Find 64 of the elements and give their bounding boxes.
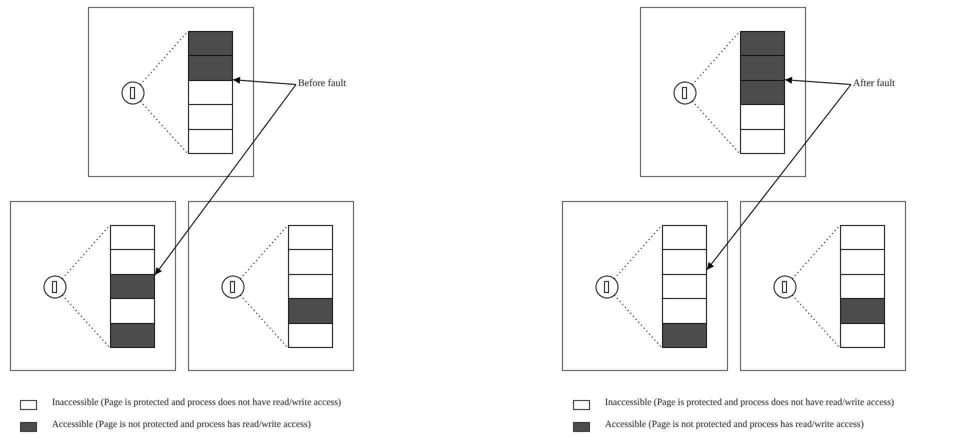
page-cell — [840, 225, 885, 250]
dotted-line — [240, 294, 288, 348]
page-cell — [188, 80, 233, 106]
page-cell — [740, 104, 785, 130]
dotted-line — [240, 224, 288, 280]
page-cell — [662, 298, 707, 324]
page-cell — [110, 249, 155, 275]
process-circle — [43, 275, 67, 299]
process-box — [88, 7, 254, 177]
page-cell — [840, 298, 885, 324]
callout-text: After fault — [853, 78, 895, 89]
dotted-line — [692, 100, 740, 154]
page-cell — [840, 322, 885, 348]
dotted-line — [792, 294, 840, 348]
dotted-line — [140, 100, 188, 154]
page-cell — [740, 80, 785, 106]
process-box — [562, 201, 728, 371]
dotted-line — [792, 224, 840, 280]
page-cell — [288, 298, 333, 324]
page-cell — [662, 249, 707, 275]
page-cell — [662, 274, 707, 300]
dotted-line — [62, 294, 110, 348]
legend-text: Inaccessible (Page is protected and process does not have read/write access) — [52, 398, 342, 408]
dotted-line — [614, 224, 662, 280]
page-cell — [288, 249, 333, 275]
page-cell — [188, 104, 233, 130]
page-cell — [110, 274, 155, 300]
dotted-line — [614, 294, 662, 348]
process-circle — [673, 81, 697, 105]
legend-text: Accessible (Page is not protected and process has read/write access) — [605, 420, 864, 430]
legend-text: Accessible (Page is not protected and process has read/write access) — [52, 420, 311, 430]
page-cell — [662, 225, 707, 250]
page-cell — [188, 55, 233, 81]
arrow — [154, 84, 296, 276]
page-cell — [662, 322, 707, 348]
page-cell — [740, 55, 785, 81]
process-box — [10, 201, 176, 371]
page-cell — [840, 274, 885, 300]
page-cell — [288, 225, 333, 250]
process-box — [740, 201, 906, 371]
process-box — [640, 7, 806, 177]
process-circle — [221, 275, 245, 299]
dotted-line — [692, 30, 740, 86]
arrow — [784, 76, 852, 85]
page-cell — [288, 274, 333, 300]
arrow — [706, 84, 852, 270]
page-cell — [188, 128, 233, 154]
dotted-line — [140, 30, 188, 86]
page-cell — [740, 31, 785, 56]
arrow — [232, 76, 296, 85]
dotted-line — [62, 224, 110, 280]
process-circle — [773, 275, 797, 299]
page-cell — [110, 298, 155, 324]
page-cell — [840, 249, 885, 275]
process-box — [188, 201, 354, 371]
page-cell — [110, 225, 155, 250]
page-cell — [188, 31, 233, 56]
legend-text: Inaccessible (Page is protected and process does not have read/write access) — [605, 398, 894, 408]
page-cell — [740, 128, 785, 154]
process-circle — [121, 81, 145, 105]
page-cell — [288, 322, 333, 348]
process-circle — [595, 275, 619, 299]
callout-text: Before fault — [298, 78, 346, 89]
page-cell — [110, 322, 155, 348]
